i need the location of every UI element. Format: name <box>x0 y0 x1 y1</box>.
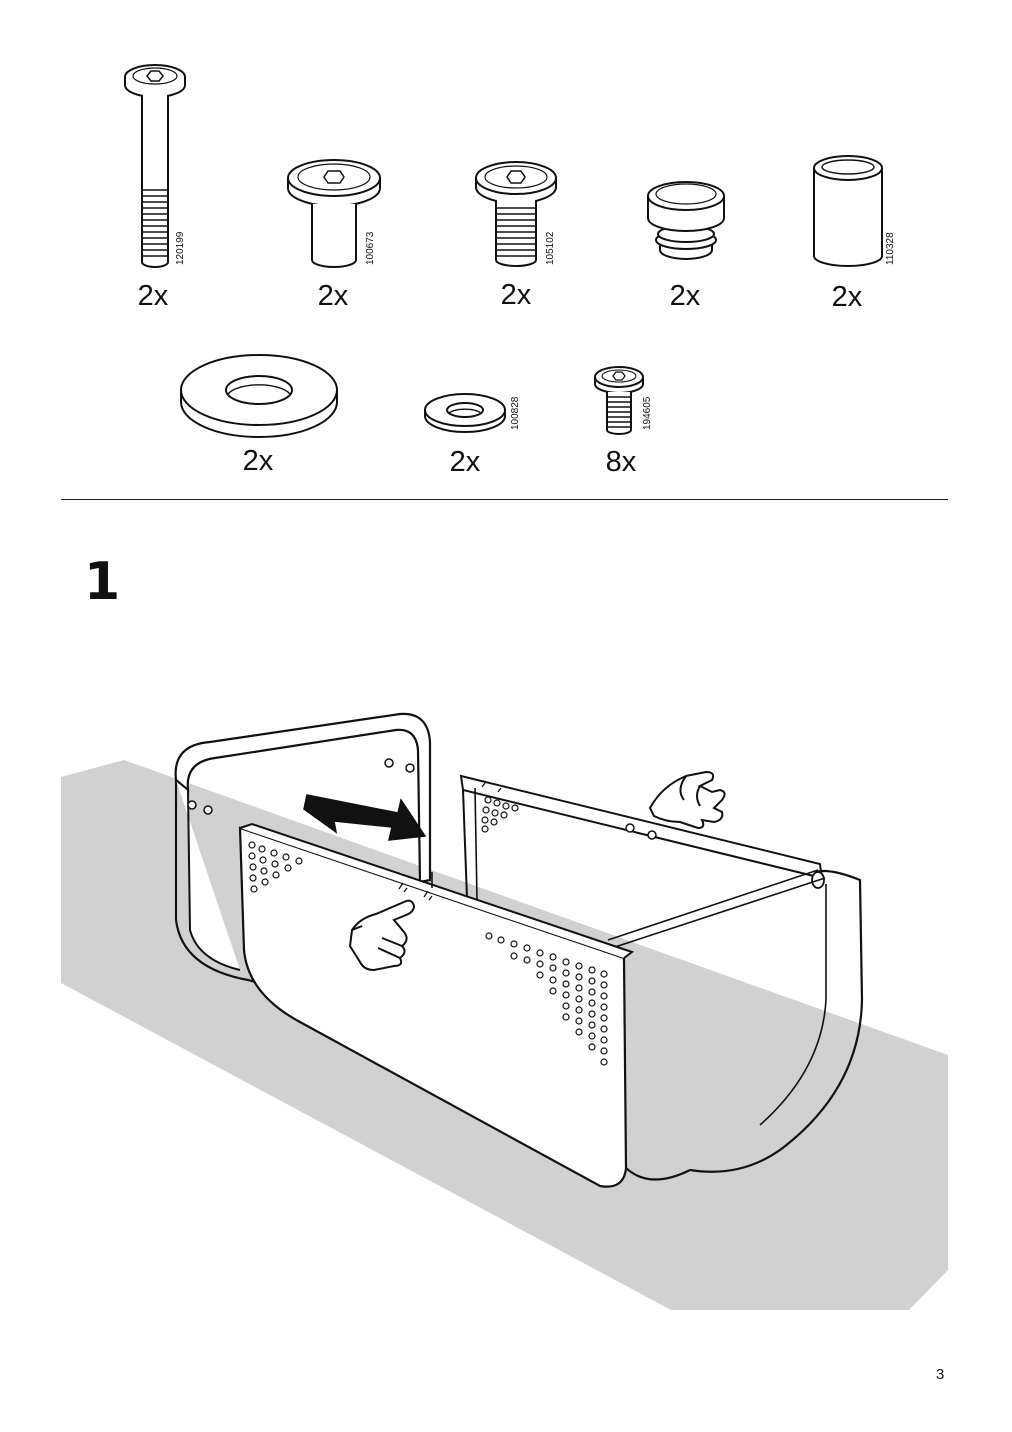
foot-cap-icon <box>647 181 725 260</box>
large-washer-icon <box>180 354 338 438</box>
part-quantity: 2x <box>831 281 863 313</box>
right-end-panel <box>689 869 864 1173</box>
part-article-number: 100828 <box>510 396 521 430</box>
step-number: 1 <box>84 552 121 612</box>
part-quantity: 2x <box>449 446 481 478</box>
part-quantity: 2x <box>242 445 274 477</box>
part-quantity: 2x <box>137 280 169 312</box>
part-quantity: 8x <box>605 446 637 478</box>
part-article-number: 194605 <box>642 396 653 430</box>
assembly-illustration <box>61 712 948 1310</box>
part-quantity: 2x <box>669 280 701 312</box>
section-divider <box>61 499 948 500</box>
part-article-number: 120199 <box>175 231 186 265</box>
part-article-number: 100673 <box>365 231 376 265</box>
sleeve-icon <box>813 155 883 267</box>
part-article-number: 105102 <box>545 231 556 265</box>
left-end-panel <box>174 712 432 884</box>
front-panel <box>238 826 628 1188</box>
barrel-nut-icon <box>287 159 381 268</box>
page-number: 3 <box>936 1366 945 1383</box>
part-article-number: 110328 <box>885 232 896 265</box>
short-bolt-icon <box>475 161 557 267</box>
small-screw-icon <box>594 366 644 435</box>
back-rail <box>459 774 824 880</box>
part-quantity: 2x <box>500 279 532 311</box>
hand-press-icon <box>348 899 416 972</box>
part-quantity: 2x <box>317 280 349 312</box>
small-washer-icon <box>424 393 506 433</box>
push-arrow-icon <box>303 794 427 841</box>
hand-hold-icon <box>648 770 726 830</box>
long-bolt-icon <box>124 64 186 268</box>
